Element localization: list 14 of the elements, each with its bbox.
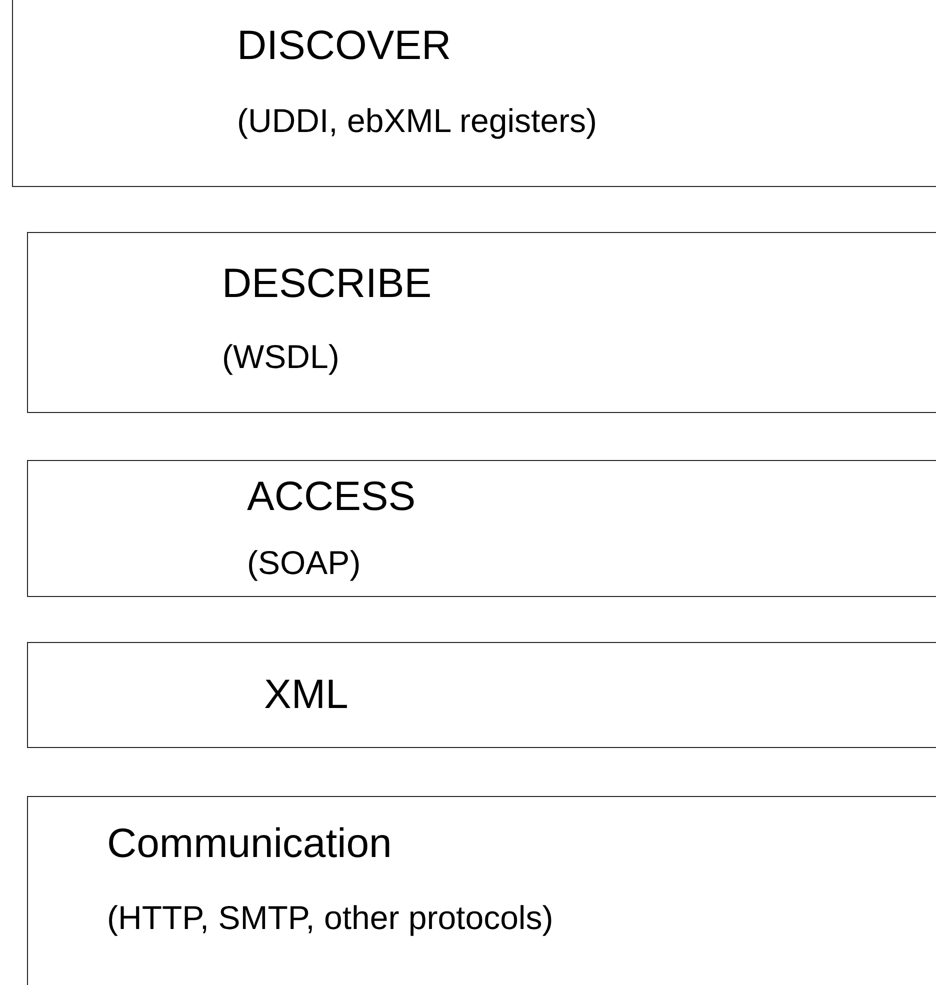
layer-subtitle: (UDDI, ebXML registers)	[237, 104, 598, 137]
layer-box	[12, 0, 936, 187]
layer-box	[27, 232, 936, 413]
layer-box	[27, 460, 936, 597]
layer-box	[27, 796, 936, 985]
layer-box	[27, 642, 936, 748]
layer-title: ACCESS	[247, 476, 416, 517]
layer-title: DISCOVER	[237, 25, 452, 66]
layer-subtitle: (HTTP, SMTP, other protocols)	[107, 901, 554, 934]
layer-title: XML	[264, 674, 348, 715]
layer-subtitle: (WSDL)	[222, 340, 340, 373]
layer-subtitle: (SOAP)	[247, 546, 361, 579]
layer-title: Communication	[107, 823, 392, 864]
layer-title: DESCRIBE	[222, 263, 432, 304]
